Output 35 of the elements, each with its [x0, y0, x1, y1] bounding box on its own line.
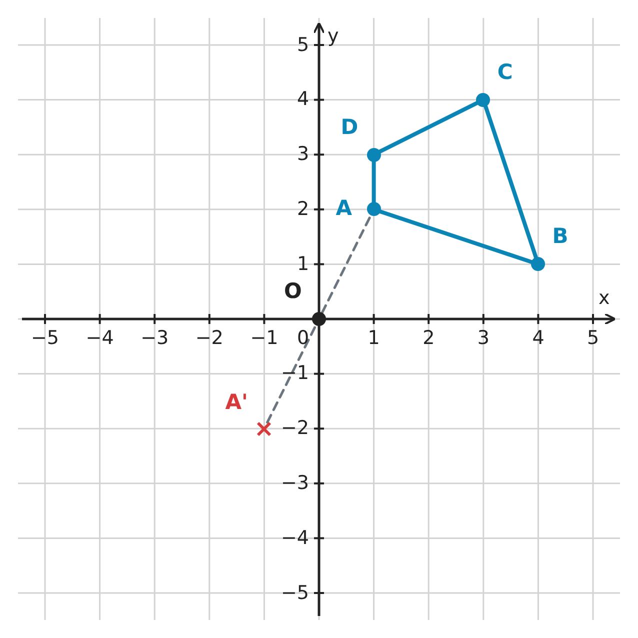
tick-label: −4	[86, 328, 114, 348]
segment-line	[378, 210, 534, 264]
point-label: C	[497, 62, 513, 83]
point-label: D	[340, 116, 358, 138]
segment-line	[372, 160, 376, 204]
axis-label: y	[328, 26, 339, 46]
tick-label: −1	[281, 364, 310, 384]
tick-label: 4	[297, 90, 310, 110]
tick-label: 1	[297, 254, 310, 274]
dashed-line	[266, 324, 318, 424]
tick-label: −3	[140, 328, 169, 348]
tick-label: 5	[297, 36, 310, 54]
tick-label: −2	[281, 419, 310, 438]
segment-line	[378, 100, 480, 154]
tick-label: 4	[532, 328, 544, 348]
tick-label: 0	[297, 328, 310, 348]
tick-label: −3	[281, 474, 310, 493]
tick-label: −5	[31, 328, 60, 348]
segment-line	[484, 104, 538, 260]
tick-label: 2	[422, 328, 435, 348]
tick-label: 1	[368, 328, 380, 348]
axis-label: x	[598, 288, 610, 308]
tick-label: 5	[587, 328, 600, 348]
tick-label: 3	[297, 145, 310, 164]
point-label: A'	[225, 392, 248, 413]
tick-label: 2	[297, 200, 310, 219]
point-label: O	[284, 281, 302, 302]
point-label: A	[336, 198, 352, 220]
tick-label: 3	[477, 328, 490, 348]
tick-label: −5	[281, 584, 310, 602]
tick-label: −2	[195, 328, 224, 348]
tick-label: −1	[250, 328, 278, 348]
tick-label: −4	[281, 528, 310, 548]
point-label: B	[552, 226, 568, 248]
dashed-line	[320, 214, 372, 314]
